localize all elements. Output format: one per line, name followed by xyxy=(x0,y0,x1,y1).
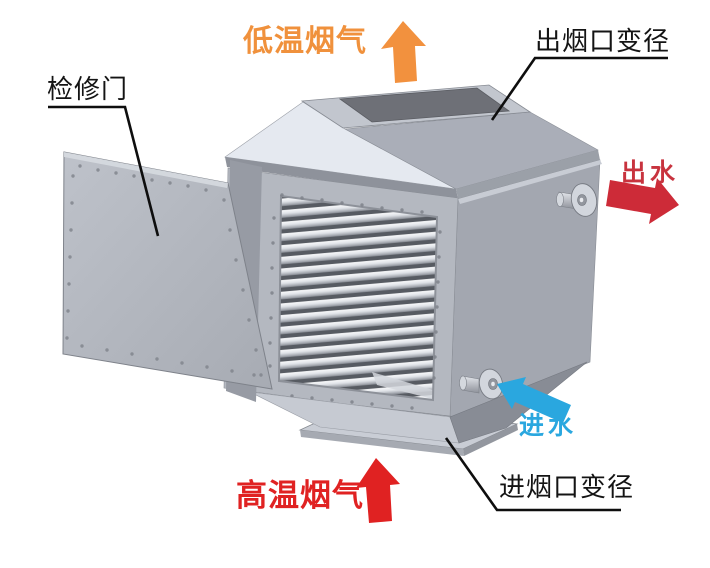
door-top-bevel xyxy=(64,152,228,188)
label-water-inlet: 进水 xyxy=(519,411,578,440)
hopper-flange-lip-front xyxy=(300,430,464,456)
outlet-duct-flange xyxy=(300,84,532,129)
water-in-arrow-icon xyxy=(497,377,571,423)
label-water-outlet: 出水 xyxy=(621,158,680,187)
label-access-door: 检修门 xyxy=(47,75,129,105)
inspection-door xyxy=(62,151,273,402)
casing-top-rim xyxy=(225,150,600,199)
hopper-flange-lip-right xyxy=(463,424,518,456)
casing-right-face xyxy=(449,159,602,418)
label-low-temp-flue-gas: 低温烟气 xyxy=(243,24,367,59)
rim-right-band xyxy=(456,150,600,199)
flue-gas-out-arrow-icon xyxy=(381,21,426,83)
tube-bank-baffle xyxy=(372,372,433,399)
leader-outlet-reducer xyxy=(490,56,668,121)
water-outlet-nozzle xyxy=(556,183,598,217)
flue-gas-in-arrow-icon xyxy=(356,458,400,523)
right-face-chamfer xyxy=(458,160,602,204)
outlet-opening xyxy=(338,87,511,123)
water-out-arrow-icon xyxy=(606,178,679,224)
casing-front-face xyxy=(223,167,459,419)
leader-lines xyxy=(48,56,668,512)
leader-inlet-reducer xyxy=(444,437,621,512)
leader-access-door xyxy=(48,105,160,237)
label-outlet-reducer: 出烟口变径 xyxy=(535,27,671,57)
tube-bank xyxy=(277,194,439,402)
door-bolts xyxy=(65,164,263,377)
rim-front-band xyxy=(225,157,458,199)
label-high-temp-flue-gas: 高温烟气 xyxy=(236,478,364,514)
label-inlet-reducer: 进烟口变径 xyxy=(499,473,635,503)
water-inlet-nozzle xyxy=(459,368,504,400)
